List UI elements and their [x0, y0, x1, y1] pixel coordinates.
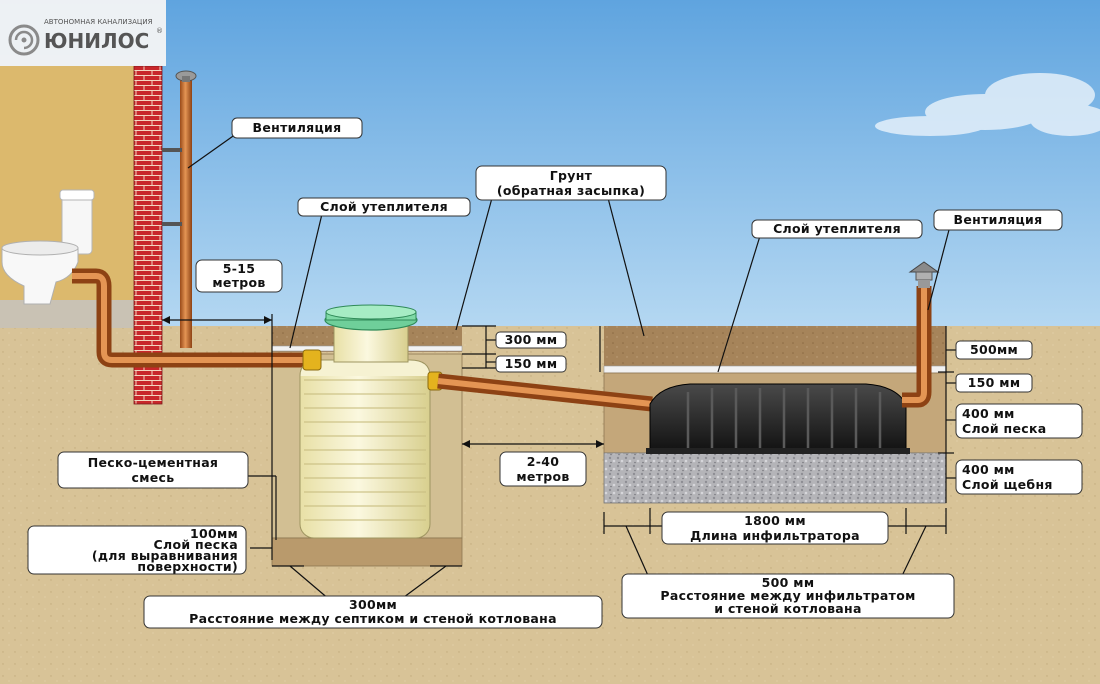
svg-text:100мм: 100мм	[190, 526, 238, 541]
brick-wall	[133, 65, 163, 405]
svg-text:300 мм: 300 мм	[505, 332, 558, 347]
vent-cap-icon	[175, 70, 197, 82]
svg-text:Слой утеплителя: Слой утеплителя	[773, 221, 901, 236]
label-cement-sand: Песко-цементная смесь	[57, 451, 249, 489]
svg-text:150 мм: 150 мм	[968, 375, 1021, 390]
label-dim-150-right: 150 мм	[955, 373, 1033, 393]
svg-text:1800 мм: 1800 мм	[744, 513, 806, 528]
label-sand-right: 400 мм Слой песка	[955, 403, 1083, 439]
svg-text:Вентиляция: Вентиляция	[954, 212, 1043, 227]
label-gravel: 400 мм Слой щебня	[955, 459, 1083, 495]
label-dim-500: 500мм	[955, 340, 1033, 360]
label-dim-300: 300 мм	[495, 331, 567, 349]
label-infiltrator-length: 1800 мм Длина инфильтратора	[661, 511, 889, 545]
svg-text:Слой песка: Слой песка	[962, 421, 1046, 436]
insulation-layer-right	[603, 365, 947, 374]
vent-bracket-bottom	[162, 222, 182, 226]
svg-text:метров: метров	[516, 469, 569, 484]
label-dim-150-left: 150 мм	[495, 355, 567, 373]
vent-cap-icon	[908, 261, 940, 288]
svg-text:Слой утеплителя: Слой утеплителя	[320, 199, 448, 214]
svg-text:(для выравнивания: (для выравнивания	[92, 548, 238, 563]
svg-text:400 мм: 400 мм	[962, 406, 1015, 421]
svg-text:поверхности): поверхности)	[137, 559, 238, 574]
cloud-icon	[875, 73, 1100, 136]
svg-text:500 мм: 500 мм	[762, 575, 815, 590]
svg-text:Песко-цементная: Песко-цементная	[88, 455, 219, 470]
tank-inlet-fitting	[302, 349, 322, 371]
svg-text:Слой песка: Слой песка	[154, 537, 238, 552]
svg-text:Слой щебня: Слой щебня	[962, 477, 1053, 492]
septic-tank	[299, 304, 431, 539]
svg-text:смесь: смесь	[132, 470, 175, 485]
label-tank-gap: 300мм Расстояние между септиком и стеной…	[143, 595, 603, 629]
label-vent-left: Вентиляция	[231, 117, 363, 139]
gravel-layer	[603, 452, 947, 504]
svg-text:2-40: 2-40	[527, 454, 559, 469]
label-dist-house: 5-15 метров	[195, 259, 283, 293]
toilet-icon	[1, 189, 95, 305]
brand-registered: ®	[156, 27, 163, 35]
svg-text:400 мм: 400 мм	[962, 462, 1015, 477]
infiltrator	[646, 383, 910, 454]
vent-bracket-top	[162, 148, 182, 152]
svg-text:метров: метров	[212, 275, 265, 290]
label-soil-backfill: Грунт (обратная засыпка)	[475, 165, 667, 201]
svg-text:150 мм: 150 мм	[505, 356, 558, 371]
label-insulation-right: Слой утеплителя	[751, 219, 923, 239]
svg-text:Расстояние между септиком и ст: Расстояние между септиком и стеной котло…	[189, 611, 557, 626]
label-infiltrator-gap: 500 мм Расстояние между инфильтратом и с…	[621, 573, 955, 619]
svg-text:500мм: 500мм	[970, 342, 1018, 357]
svg-text:Вентиляция: Вентиляция	[253, 120, 342, 135]
sand-layer-left	[271, 537, 463, 567]
svg-text:300мм: 300мм	[349, 597, 397, 612]
brand-tagline: АВТОНОМНАЯ КАНАЛИЗАЦИЯ	[44, 18, 153, 26]
svg-text:Расстояние между инфильтратом: Расстояние между инфильтратом	[660, 588, 915, 603]
label-vent-right: Вентиляция	[933, 209, 1063, 231]
brand-name: ЮНИЛОС	[44, 29, 149, 53]
house-floor	[0, 300, 134, 328]
label-insulation-left: Слой утеплителя	[297, 197, 471, 217]
svg-text:Грунт: Грунт	[550, 168, 593, 183]
svg-text:Длина инфильтратора: Длина инфильтратора	[690, 528, 860, 543]
svg-text:5-15: 5-15	[223, 261, 255, 276]
svg-text:(обратная засыпка): (обратная засыпка)	[497, 183, 645, 198]
vent-pipe-left	[180, 78, 192, 348]
soil-backfill-right	[604, 326, 946, 372]
brand-logo: АВТОНОМНАЯ КАНАЛИЗАЦИЯ ЮНИЛОС ®	[0, 0, 166, 66]
label-sand-left: 100мм Слой песка (для выравнивания повер…	[27, 525, 247, 575]
label-dist-tank: 2-40 метров	[499, 451, 587, 487]
svg-text:и стеной котлована: и стеной котлована	[714, 601, 861, 616]
logo-swirl-icon	[8, 24, 40, 56]
